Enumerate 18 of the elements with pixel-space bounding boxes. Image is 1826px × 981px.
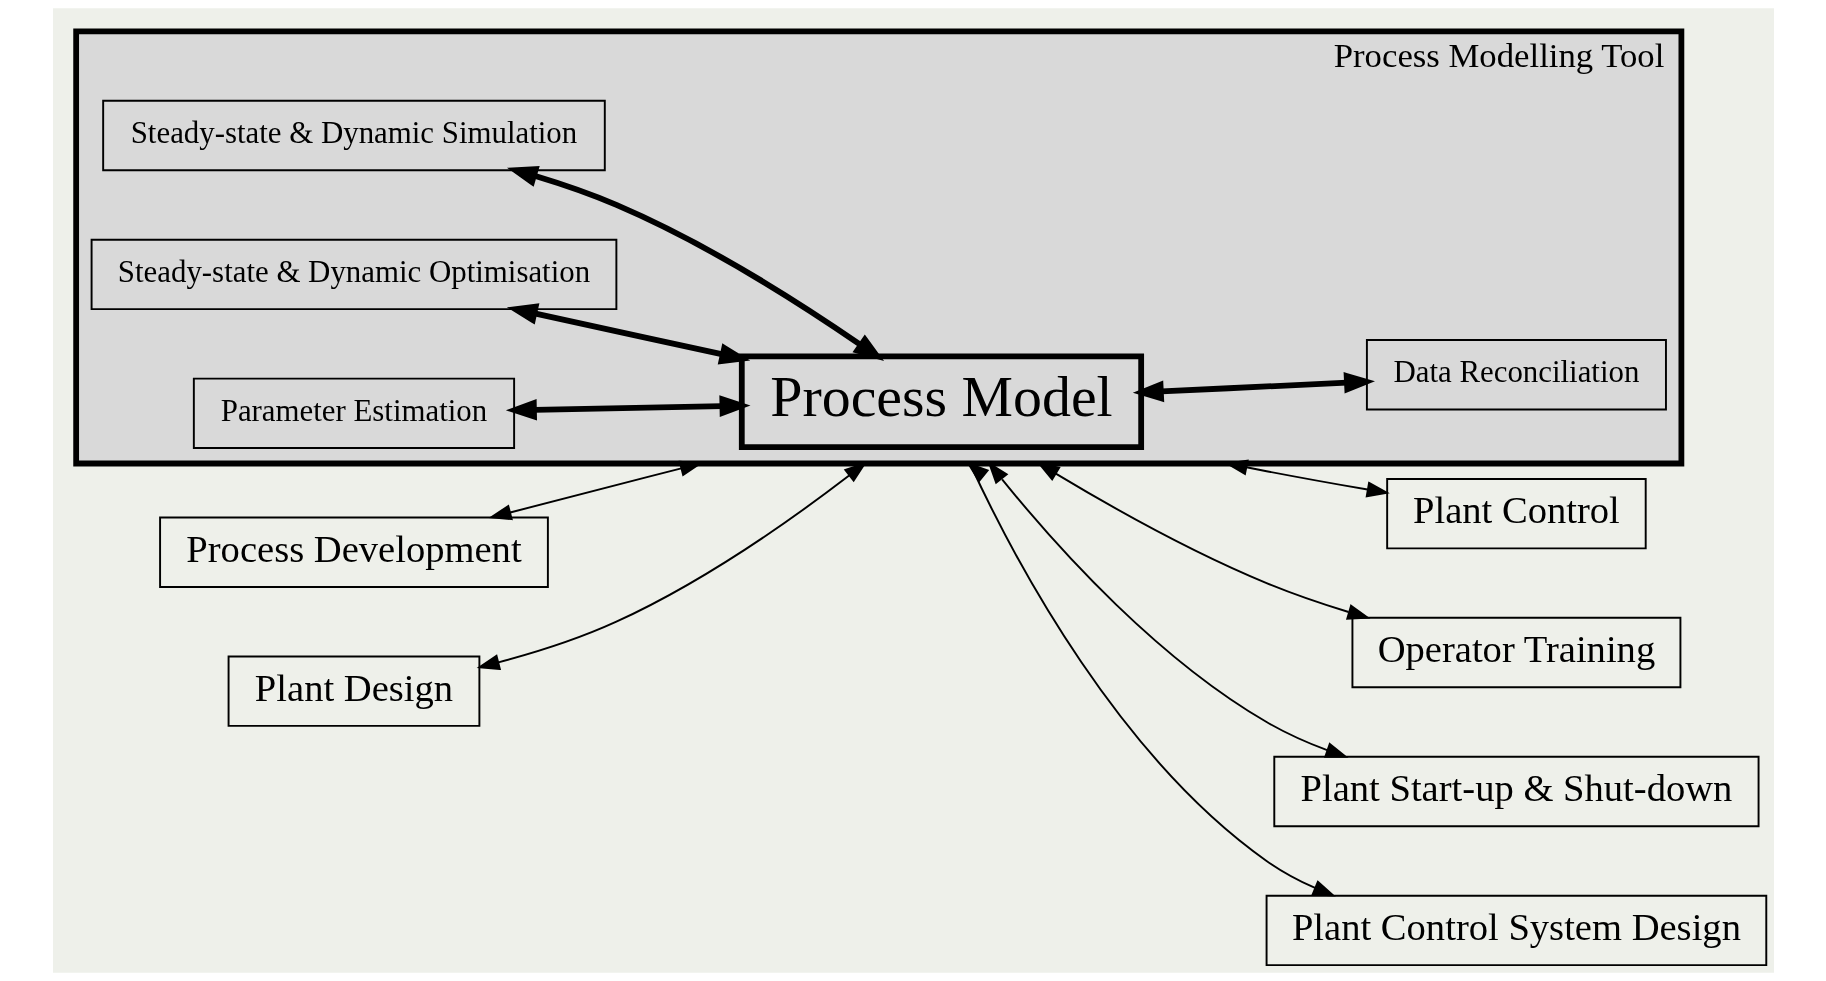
arrow — [506, 166, 884, 362]
arrow — [505, 395, 750, 421]
arrow — [1132, 371, 1375, 403]
node-box: Steady-state & Dynamic Optimisation — [90, 238, 617, 311]
arrow — [965, 461, 1336, 897]
node-box: Plant Design — [227, 655, 480, 727]
node-box: Parameter Estimation — [192, 377, 515, 449]
arrow — [987, 461, 1348, 758]
arrow — [476, 461, 867, 671]
node-box: Data Reconciliation — [1365, 339, 1667, 411]
node-box: Steady-state & Dynamic Simulation — [101, 99, 606, 172]
node-box: Operator Training — [1350, 616, 1681, 689]
node-box: Plant Start-up & Shut-down — [1272, 755, 1760, 828]
node-box: Plant Control — [1385, 477, 1647, 550]
node-box: Plant Control System Design — [1265, 894, 1767, 967]
node-box: Process Development — [158, 516, 549, 588]
arrow — [506, 303, 750, 365]
node-box: Process Model — [738, 353, 1144, 450]
